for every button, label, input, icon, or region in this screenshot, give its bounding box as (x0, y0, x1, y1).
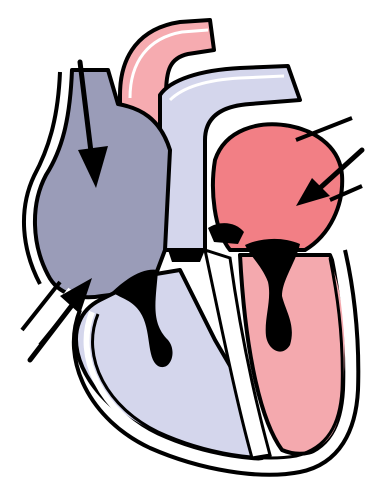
pulmonary-valve (168, 250, 205, 262)
